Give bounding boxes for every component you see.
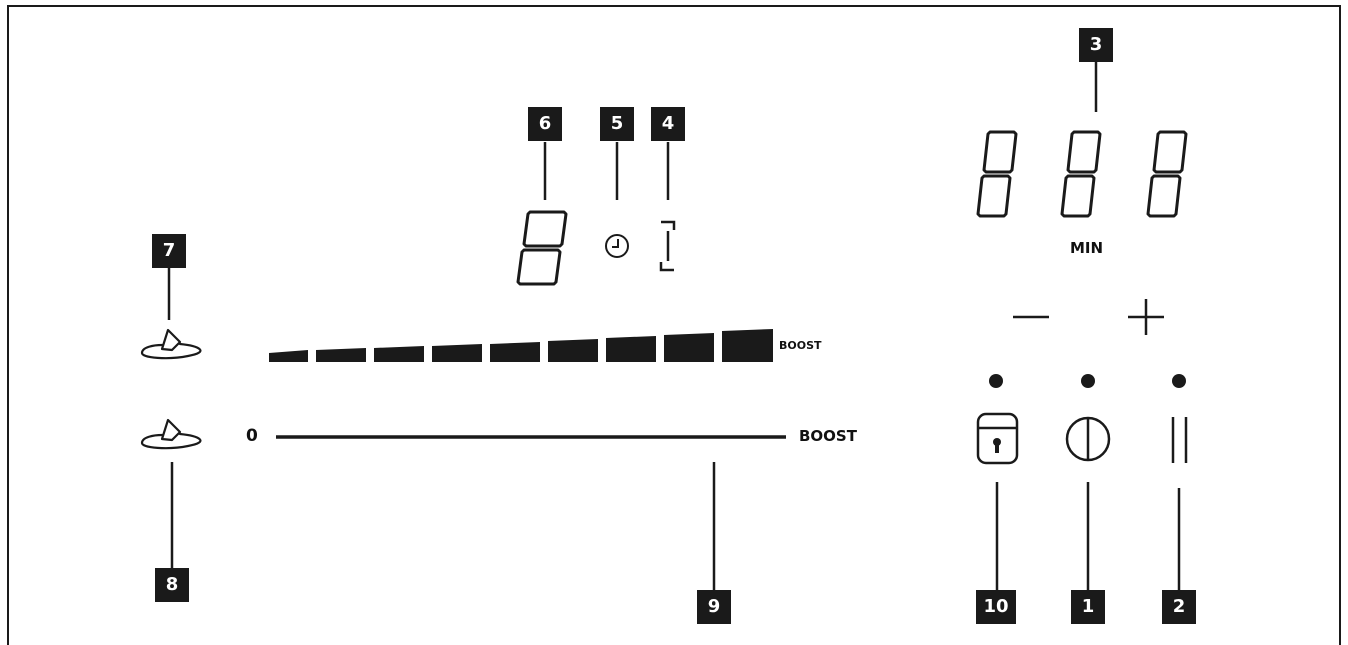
callout-4: 4 — [651, 107, 685, 141]
level-bar-8[interactable] — [664, 333, 714, 362]
slider-zero-label: 0 — [246, 426, 258, 446]
callout-2: 2 — [1162, 590, 1196, 624]
level-bar-2[interactable] — [316, 348, 366, 362]
seven-segment-8-icon — [516, 210, 568, 286]
seven-segment-888-icon — [976, 130, 1188, 218]
pause-indicator-dot — [1172, 374, 1186, 388]
pause-icon[interactable] — [1171, 417, 1188, 463]
callout-8: 8 — [155, 568, 189, 602]
level-bar-5[interactable] — [490, 342, 540, 362]
fan-level-bars — [269, 329, 773, 362]
min-label: MIN — [1070, 239, 1104, 257]
clock-icon — [605, 234, 629, 258]
level-bar-3[interactable] — [374, 346, 424, 362]
callout-3: 3 — [1079, 28, 1113, 62]
power-icon[interactable] — [1065, 416, 1111, 462]
level-bar-6[interactable] — [548, 339, 598, 362]
level-bar-4[interactable] — [432, 344, 482, 362]
digit-3 — [1146, 130, 1188, 218]
boost-label-slider: BOOST — [799, 427, 857, 445]
plus-icon[interactable] — [1128, 299, 1164, 335]
power-indicator-dot — [1081, 374, 1095, 388]
lock-icon[interactable] — [976, 412, 1019, 465]
level-bar-7[interactable] — [606, 336, 656, 362]
callout-7: 7 — [152, 234, 186, 268]
fan-icon — [140, 328, 202, 360]
level-bar-1[interactable] — [269, 350, 308, 362]
callout-9: 9 — [697, 590, 731, 624]
fan-icon — [140, 418, 202, 450]
panel-frame — [7, 5, 1341, 645]
callout-10: 10 — [976, 590, 1016, 624]
digit-2 — [1060, 130, 1102, 218]
callout-1: 1 — [1071, 590, 1105, 624]
digit-1 — [976, 130, 1018, 218]
bracket-icon — [659, 220, 676, 272]
callout-6: 6 — [528, 107, 562, 141]
level-bar-9[interactable] — [722, 329, 773, 362]
boost-label-top: BOOST — [779, 339, 822, 352]
callout-5: 5 — [600, 107, 634, 141]
lock-indicator-dot — [989, 374, 1003, 388]
